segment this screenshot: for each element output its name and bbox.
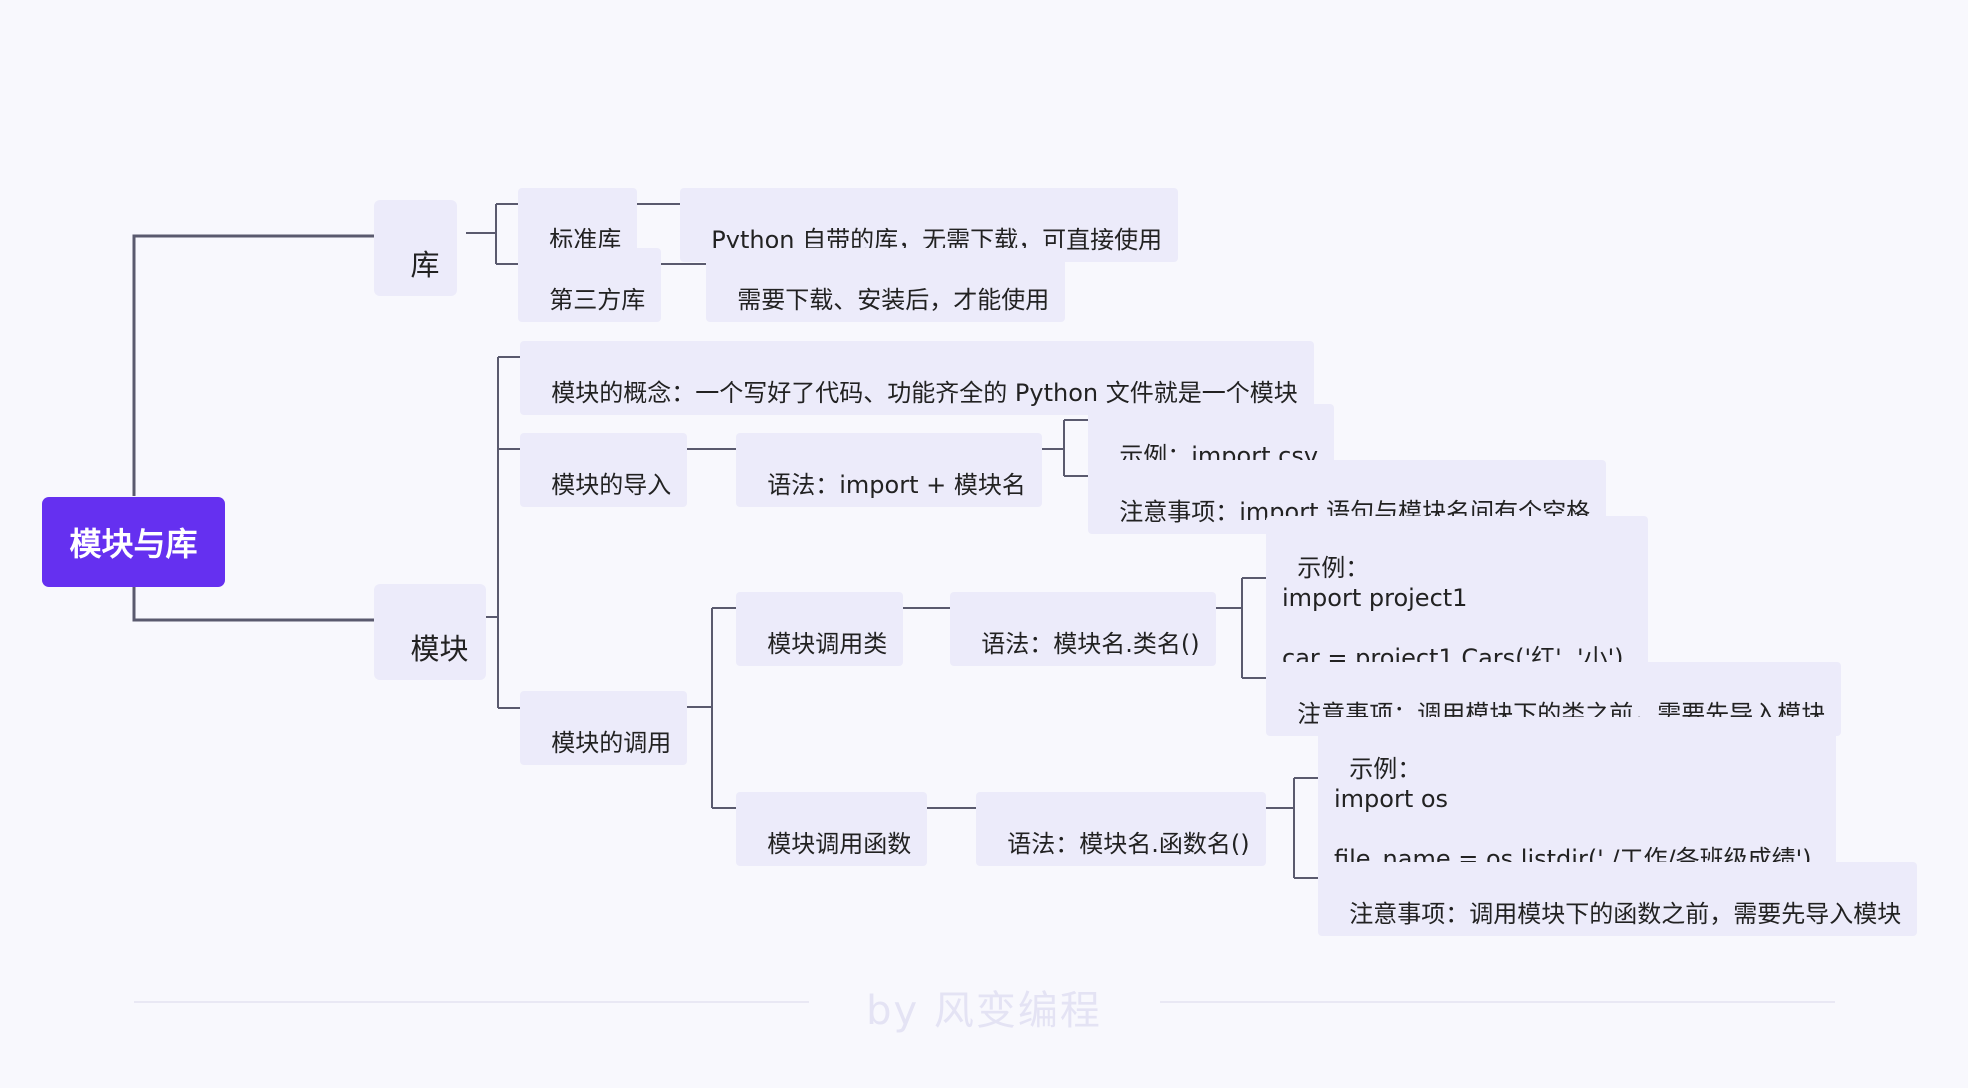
node-module-import[interactable]: 模块的导入 [520,433,688,507]
node-import-syntax[interactable]: 语法：import + 模块名 [736,433,1042,507]
node-lib[interactable]: 库 [374,200,458,296]
node-module-call[interactable]: 模块的调用 [520,691,688,765]
node-module-label: 模块 [410,632,469,666]
node-func-syntax-text: 语法：模块名.函数名() [1007,830,1250,858]
node-func-syntax[interactable]: 语法：模块名.函数名() [976,792,1266,866]
node-third-lib-desc[interactable]: 需要下载、安装后，才能使用 [706,248,1066,322]
node-third-lib-desc-text: 需要下载、安装后，才能使用 [737,286,1050,314]
node-class-example-text: 示例： import project1 car = project1.Cars(… [1282,554,1624,672]
footer-watermark: by 风变编程 [866,988,1102,1034]
node-func-example-text: 示例： import os file_name = os.listdir('./… [1334,755,1812,873]
node-module-call-label: 模块的调用 [551,729,672,757]
footer-line-left [134,1001,809,1003]
node-call-func[interactable]: 模块调用函数 [736,792,928,866]
line-import-children [1036,419,1088,477]
node-class-syntax[interactable]: 语法：模块名.类名() [950,592,1216,666]
node-module[interactable]: 模块 [374,584,487,680]
line-class-children [1214,577,1266,679]
root-label: 模块与库 [69,525,198,563]
node-third-lib-label: 第三方库 [549,286,646,314]
node-class-syntax-text: 语法：模块名.类名() [981,630,1200,658]
node-class-example[interactable]: 示例： import project1 car = project1.Cars(… [1266,516,1648,680]
node-third-lib[interactable]: 第三方库 [518,248,662,322]
node-func-example[interactable]: 示例： import os file_name = os.listdir('./… [1318,717,1836,881]
node-func-note[interactable]: 注意事项：调用模块下的函数之前，需要先导入模块 [1318,862,1918,936]
root-node[interactable]: 模块与库 [42,497,225,587]
node-module-import-label: 模块的导入 [551,471,672,499]
node-call-class[interactable]: 模块调用类 [736,592,904,666]
line-root-lib [132,234,374,496]
node-module-concept-text: 模块的概念：一个写好了代码、功能齐全的 Python 文件就是一个模块 [551,379,1298,407]
node-call-class-label: 模块调用类 [767,630,888,658]
node-call-func-label: 模块调用函数 [767,830,912,858]
line-lib-children [466,203,518,265]
node-import-syntax-text: 语法：import + 模块名 [767,471,1026,499]
line-call-children [684,607,736,809]
line-func-children [1266,777,1318,879]
node-func-note-text: 注意事项：调用模块下的函数之前，需要先导入模块 [1349,900,1902,928]
node-module-concept[interactable]: 模块的概念：一个写好了代码、功能齐全的 Python 文件就是一个模块 [520,341,1314,415]
node-lib-label: 库 [410,248,440,282]
footer-line-right [1160,1001,1835,1003]
